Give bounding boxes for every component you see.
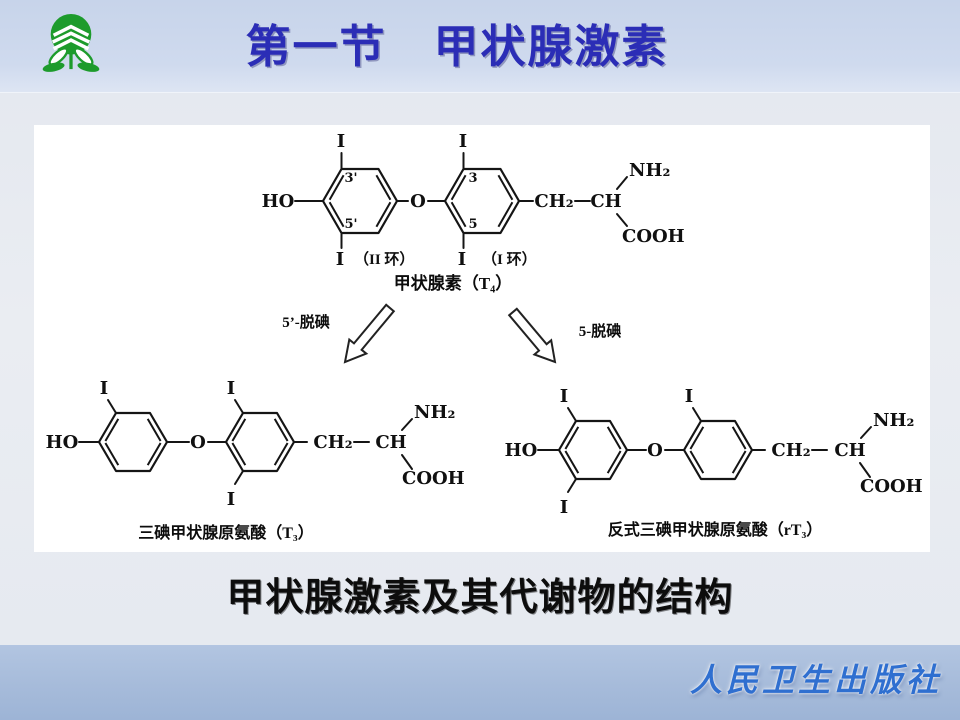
ring-name-label: （II 环）: [354, 250, 414, 268]
benzene-ring: [321, 167, 399, 235]
ring-double-bonds: [231, 418, 289, 466]
ring-double-bonds: [328, 174, 392, 228]
atom-label-iodine: I: [337, 131, 345, 152]
benzene-ring: [97, 411, 169, 473]
atom-label-oxygen: O: [410, 191, 426, 212]
atom-label-ho: HO: [262, 191, 295, 212]
ring-name-label: （I 环）: [482, 250, 537, 268]
atom-label-ch2: CH₂: [534, 191, 573, 212]
atom-label-iodine: I: [227, 489, 235, 510]
structure-diagram-svg: HO I 3' I 5' O I: [46, 131, 923, 542]
atom-label-ch: CH: [375, 432, 406, 453]
benzene-ring: [224, 411, 296, 473]
left-block-arrow: [343, 303, 396, 364]
atom-label-ch2: CH₂: [313, 432, 352, 453]
atom-label-ho: HO: [505, 440, 538, 461]
ring-double-bonds: [104, 418, 162, 466]
figure-caption: 甲状腺激素及其代谢物的结构: [226, 577, 734, 619]
logo-chevrons: [51, 24, 91, 51]
logo-leaf: [42, 62, 65, 72]
right-arrow-label: 5-脱碘: [579, 322, 622, 340]
atom-label-iodine: I: [100, 378, 108, 399]
atom-label-iodine: I: [560, 386, 568, 407]
atom-label-ch: CH: [834, 440, 865, 461]
benzene-ring: [557, 419, 629, 481]
atom-label-nh2: NH₂: [414, 402, 455, 423]
t3-structure: HO I O I I CH₂ CH: [46, 378, 465, 542]
atom-label-ho: HO: [46, 432, 79, 453]
atom-label-oxygen: O: [190, 432, 206, 453]
atom-label-iodine: I: [685, 386, 693, 407]
ring-position-label: 3': [344, 171, 357, 186]
atom-label-nh2: NH₂: [873, 410, 914, 431]
t4-structure: HO I 3' I 5' O I: [262, 131, 685, 293]
ring-position-label: 3: [468, 171, 477, 186]
atom-label-iodine: I: [560, 497, 568, 518]
atom-label-iodine: I: [227, 378, 235, 399]
publisher-name: 人民卫生出版社: [689, 662, 942, 698]
ring-position-label: 5': [344, 217, 357, 232]
molecule-caption-rt3: 反式三碘甲状腺原氨酸（rT₃）: [608, 520, 823, 539]
atom-label-cooh: COOH: [402, 468, 465, 489]
header-band: 第一节 甲状腺激素: [0, 0, 960, 93]
footer-band: 人民卫生出版社: [0, 645, 960, 720]
benzene-ring: [682, 419, 754, 481]
molecule-caption-t3: 三碘甲状腺原氨酸（T₃）: [138, 523, 313, 542]
ring-double-bonds: [689, 426, 747, 474]
structure-figure: HO I 3' I 5' O I: [34, 125, 930, 552]
ring-double-bonds: [450, 174, 514, 228]
atom-label-cooh: COOH: [860, 476, 923, 497]
ring-position-label: 5: [468, 217, 477, 232]
atom-label-nh2: NH₂: [629, 160, 670, 181]
benzene-ring: [443, 167, 521, 235]
section-title: 第一节 甲状腺激素: [245, 22, 669, 72]
deiodination-arrows: 5’-脱碘 5-脱碘: [282, 303, 622, 364]
atom-label-iodine: I: [336, 249, 344, 270]
logo-leaf: [77, 62, 100, 72]
atom-label-iodine: I: [459, 131, 467, 152]
atom-label-cooh: COOH: [622, 226, 685, 247]
atom-label-iodine: I: [458, 249, 466, 270]
right-block-arrow: [507, 307, 557, 364]
publisher-plant-logo-icon: [42, 14, 100, 72]
molecule-caption-t4: 甲状腺素（T₄）: [394, 273, 512, 293]
rt3-structure: HO I I O I CH₂ CH: [505, 386, 923, 539]
left-arrow-label: 5’-脱碘: [282, 313, 330, 331]
ring-double-bonds: [564, 426, 622, 474]
atom-label-ch: CH: [590, 191, 621, 212]
atom-label-oxygen: O: [647, 440, 663, 461]
atom-label-ch2: CH₂: [771, 440, 810, 461]
